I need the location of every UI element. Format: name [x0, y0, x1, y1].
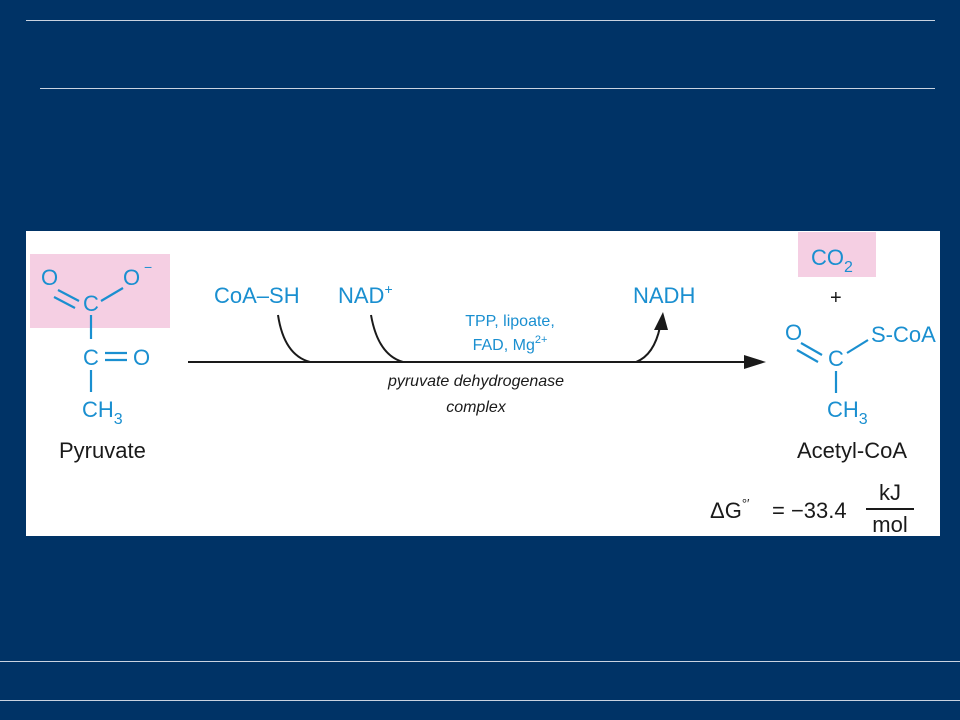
- pyruvate-label: Pyruvate: [59, 438, 146, 463]
- delta-g-value: = −33.4: [772, 498, 847, 523]
- enzyme-line2: complex: [446, 399, 507, 416]
- acetyl-coa-structure: O C S-CoA CH3 Acetyl-CoA: [785, 320, 936, 463]
- nad-curved-arrow: [370, 314, 404, 363]
- top-rule: [26, 20, 935, 21]
- acetyl-double-bond-b: [796, 349, 819, 363]
- acetyl-s-bond: [846, 339, 869, 354]
- unit-denominator: mol: [872, 512, 907, 536]
- pyruvate-o-charge: −: [144, 259, 152, 275]
- reaction-panel: O O − C C O CH3 Pyruvate CoA–SH NAD+ TPP…: [26, 231, 940, 536]
- acetyl-coa-label: Acetyl-CoA: [797, 438, 907, 463]
- pyruvate-methyl: CH3: [82, 397, 123, 428]
- nadh-label: NADH: [633, 283, 695, 308]
- reaction-diagram: O O − C C O CH3 Pyruvate CoA–SH NAD+ TPP…: [30, 232, 936, 536]
- pyruvate-carboxyl-c: C: [83, 291, 99, 316]
- second-rule: [40, 88, 935, 89]
- products-plus: +: [830, 287, 842, 309]
- pyruvate-double-bond-b: [53, 296, 76, 309]
- delta-g-label: ΔG°′: [710, 496, 750, 523]
- co2-label: CO2: [811, 245, 853, 276]
- pyruvate-o-left: O: [41, 265, 58, 290]
- nadh-curved-arrow: [635, 326, 661, 363]
- acetyl-c: C: [828, 346, 844, 371]
- bottom-rule-upper: [0, 661, 960, 662]
- bottom-rule-lower: [0, 700, 960, 701]
- pyruvate-structure: O O − C C O CH3 Pyruvate: [41, 259, 152, 463]
- cofactors-line1: TPP, lipoate,: [465, 313, 555, 330]
- pyruvate-keto-o: O: [133, 345, 150, 370]
- acetyl-methyl: CH3: [827, 397, 868, 428]
- enzyme-line1: pyruvate dehydrogenase: [387, 373, 564, 390]
- acetyl-scoa: S-CoA: [871, 322, 936, 347]
- coa-sh-curved-arrow: [277, 314, 311, 363]
- nad-label: NAD+: [338, 281, 393, 308]
- free-energy: ΔG°′ = −33.4 kJ mol: [710, 480, 914, 536]
- cofactors-line2: FAD, Mg2+: [473, 334, 548, 354]
- acetyl-double-bond-a: [800, 342, 823, 356]
- pyruvate-o-right: O: [123, 265, 140, 290]
- pyruvate-double-bond-a: [57, 289, 80, 302]
- pyruvate-single-bond: [100, 287, 124, 302]
- unit-numerator: kJ: [879, 480, 901, 505]
- acetyl-o: O: [785, 320, 802, 345]
- nadh-arrowhead: [654, 312, 668, 330]
- coa-sh-label: CoA–SH: [214, 283, 300, 308]
- pyruvate-carboxyl-highlight: [30, 254, 170, 328]
- pyruvate-keto-c: C: [83, 345, 99, 370]
- reaction-arrowhead: [744, 355, 766, 369]
- co2-highlight: [798, 232, 876, 277]
